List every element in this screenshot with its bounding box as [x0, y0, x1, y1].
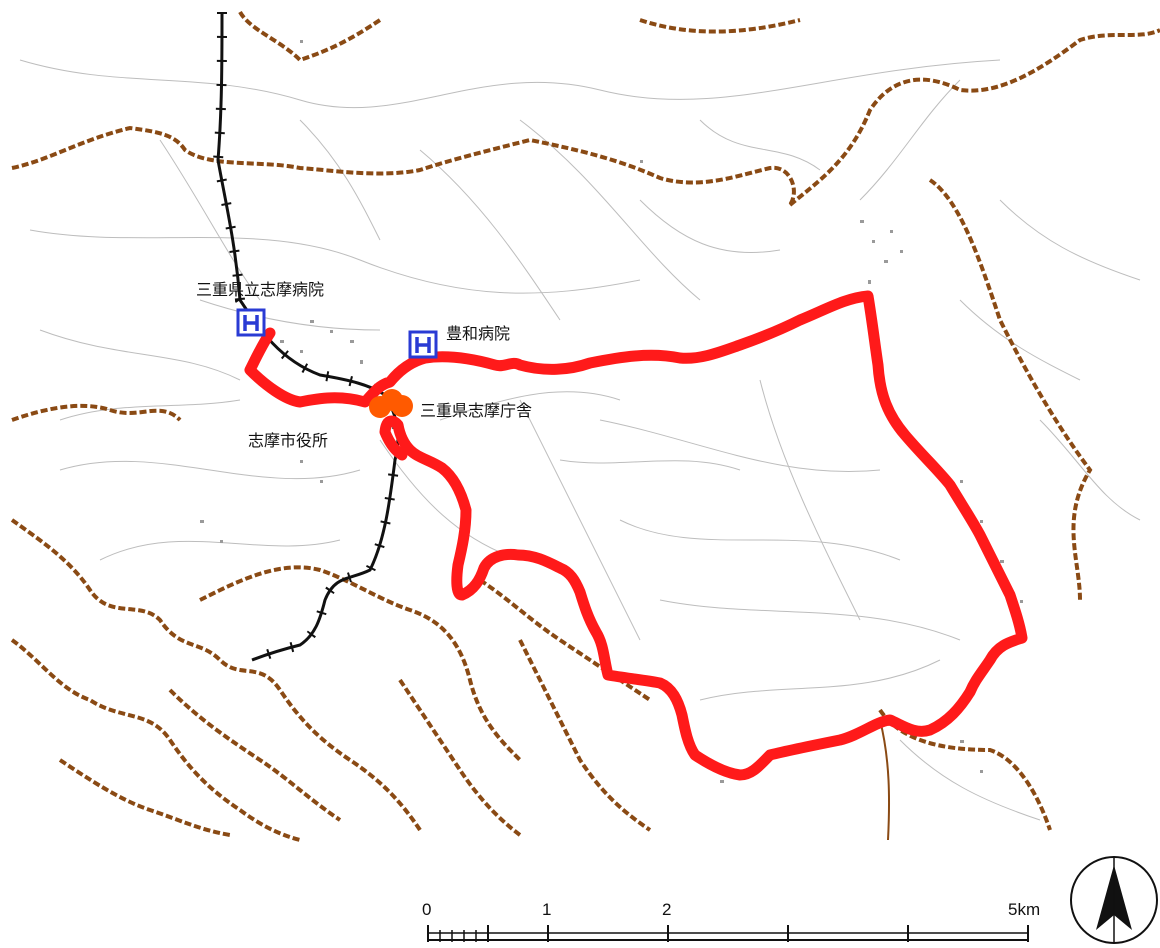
- prefectural-hospital-label: 三重県立志摩病院: [196, 280, 325, 299]
- scale-tick-label: 2: [662, 900, 672, 919]
- local-road: [879, 719, 891, 841]
- scale-tick-label: 5km: [1008, 900, 1041, 919]
- government-office-marker[interactable]: [369, 389, 413, 418]
- municipal-boundary: [10, 10, 1160, 842]
- settlement-dots: [200, 40, 1023, 783]
- map-area: [12, 12, 1160, 840]
- hospital-icon[interactable]: [236, 308, 266, 337]
- scale-bar: [427, 925, 1029, 942]
- hospital-icon[interactable]: [408, 330, 438, 359]
- route-loop: [244, 290, 1028, 781]
- howa-hospital-label: 豊和病院: [446, 324, 511, 343]
- north-arrow-icon: [1070, 856, 1158, 944]
- scale-tick-label: 1: [542, 900, 552, 919]
- city-hall-label: 志摩市役所: [248, 431, 329, 450]
- road-network: [19, 59, 1141, 821]
- government-office-label: 三重県志摩庁舎: [420, 401, 533, 420]
- scale-tick-label: 0: [422, 900, 432, 919]
